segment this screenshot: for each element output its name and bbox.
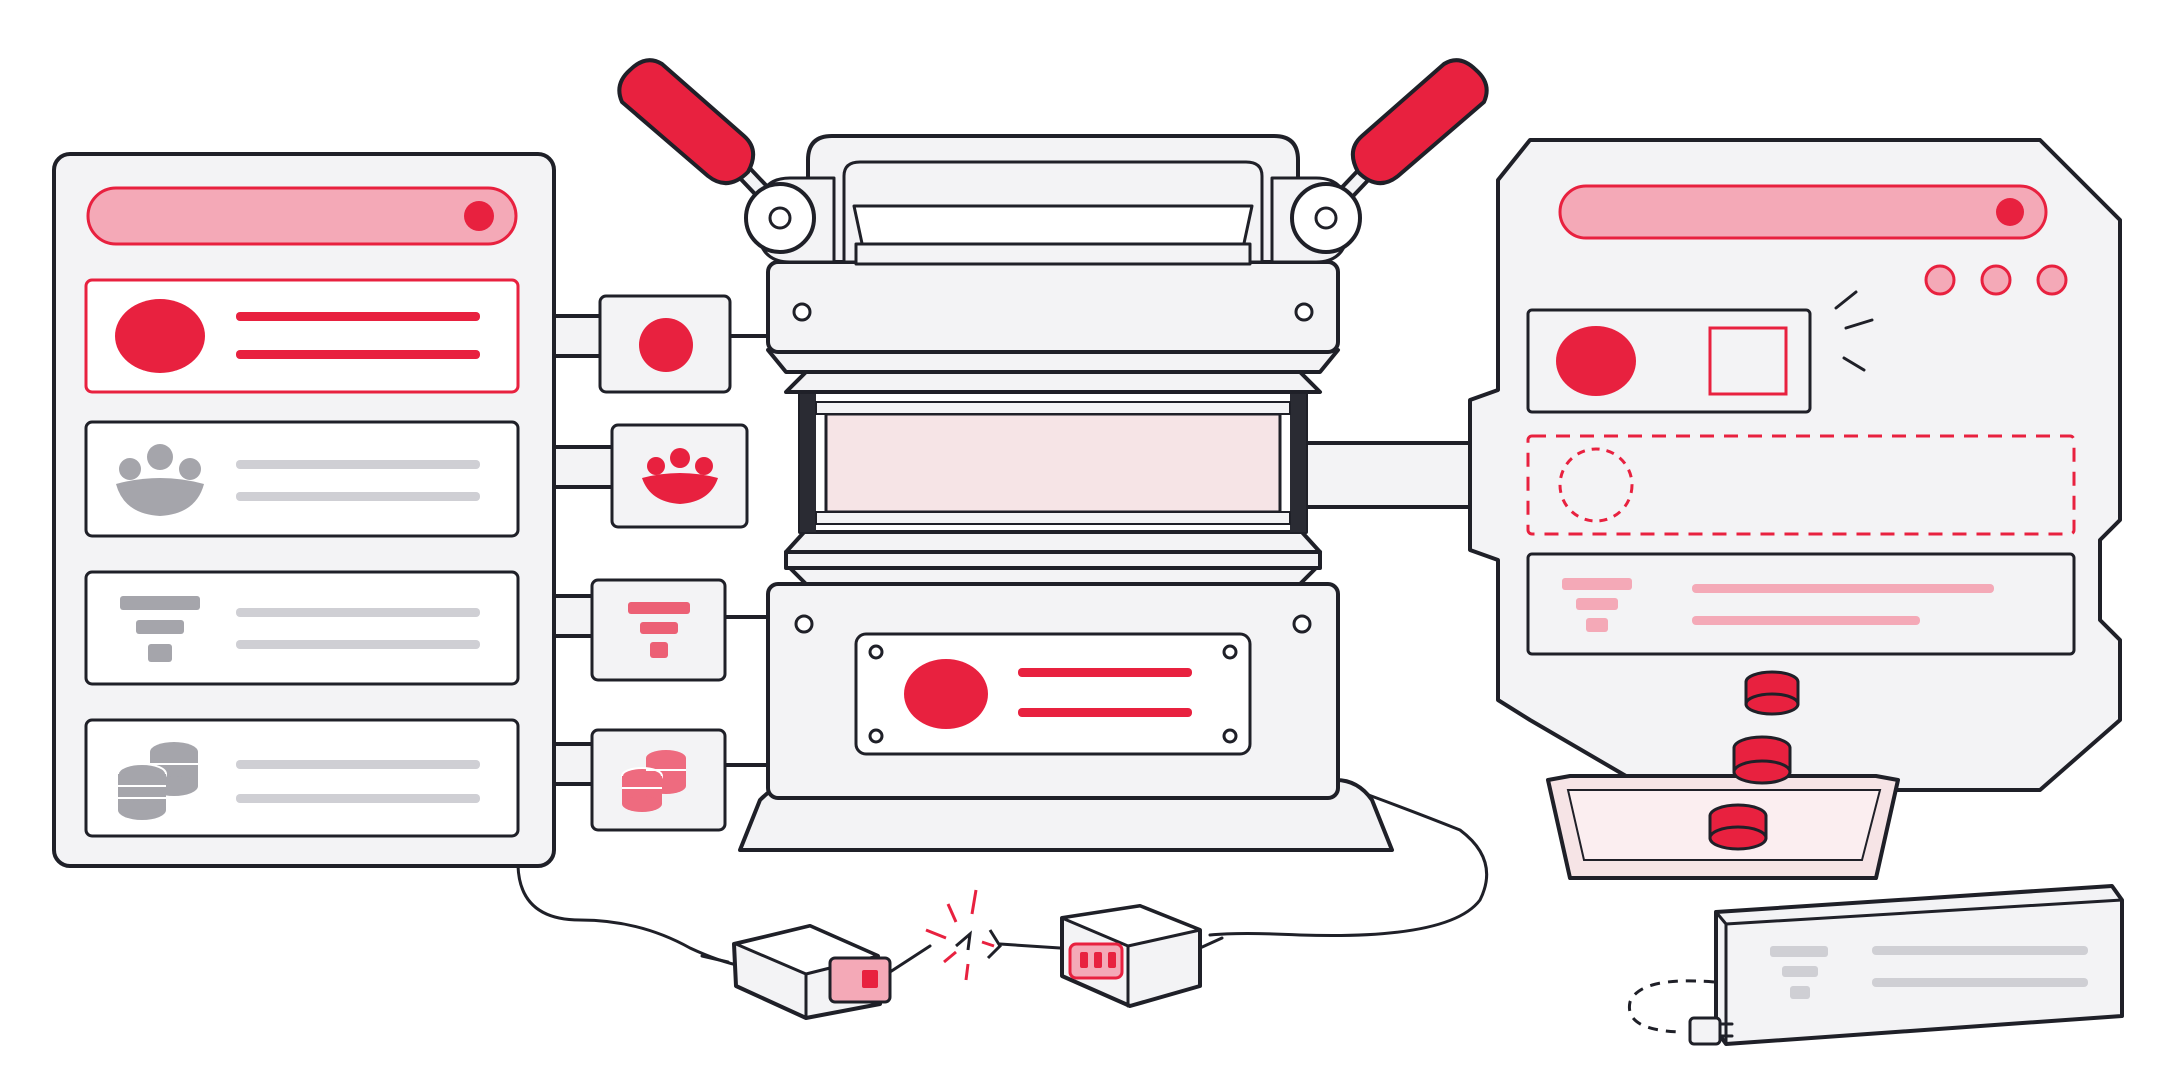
left-data-panel <box>52 152 556 868</box>
output-panel <box>1468 138 2122 792</box>
empty-checkbox-icon <box>1708 326 1788 396</box>
left-row-coins <box>84 718 520 838</box>
plug-male <box>700 924 932 1020</box>
left-search-bar <box>86 186 518 246</box>
coin-stack-icon <box>117 742 198 820</box>
dangling-plug <box>1627 979 1734 1046</box>
adapter-boxes <box>590 294 749 832</box>
press-chamber <box>824 412 1282 514</box>
left-row-funnel <box>84 570 520 686</box>
empty-dashed-slot <box>1558 447 1634 523</box>
machine-display-plate <box>854 632 1252 756</box>
funnel-icon <box>120 596 200 662</box>
left-row-people <box>84 420 520 538</box>
left-handle <box>617 58 816 254</box>
detached-card <box>1714 884 2124 1046</box>
spark-lines <box>1834 290 1874 372</box>
token <box>1744 670 1800 716</box>
right-row-funnel <box>1526 552 2076 656</box>
adapter-funnel <box>590 578 727 682</box>
plug-female <box>998 904 1224 1008</box>
right-row-missing <box>1526 434 2076 536</box>
circle-icon <box>1556 326 1636 396</box>
token <box>1732 735 1792 785</box>
people-group-icon <box>116 444 204 516</box>
adapter-coins <box>590 728 727 832</box>
right-row-active <box>1526 290 1874 414</box>
right-handle <box>1290 58 1489 254</box>
falling-tokens <box>1708 670 1800 851</box>
adapter-circle <box>598 294 732 394</box>
spark-break <box>925 889 1002 981</box>
funnel-icon <box>1562 578 1632 632</box>
funnel-icon <box>1770 946 1828 999</box>
right-search-bar <box>1558 184 2048 240</box>
token <box>1708 803 1768 851</box>
window-dots <box>1924 264 2068 296</box>
circle-icon <box>115 299 205 373</box>
press-machine <box>617 58 1489 852</box>
left-row-active <box>84 278 520 394</box>
adapter-people <box>610 423 749 529</box>
